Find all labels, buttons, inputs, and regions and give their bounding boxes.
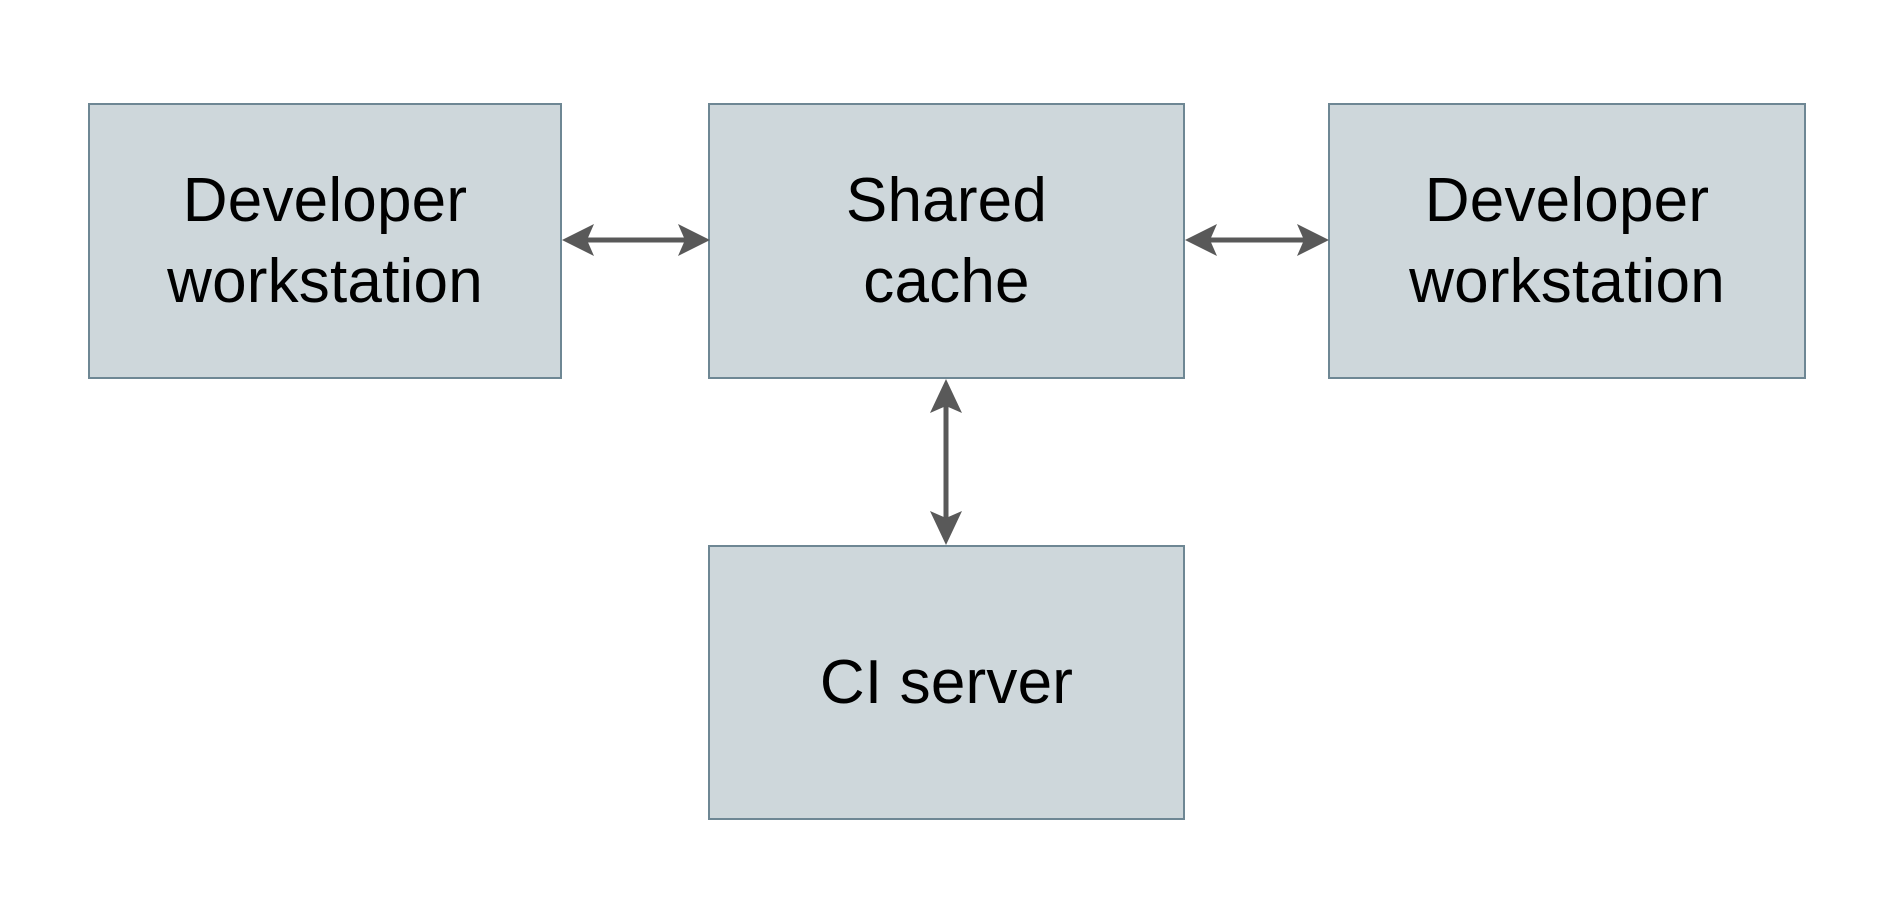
edge-dev-left-to-shared-cache[interactable] — [560, 210, 712, 270]
node-label: Developer workstation — [167, 165, 483, 316]
node-developer-workstation-right[interactable]: Developer workstation — [1328, 103, 1806, 379]
node-ci-server[interactable]: CI server — [708, 545, 1185, 820]
edge-shared-cache-to-ci-server[interactable] — [916, 377, 976, 547]
node-developer-workstation-left[interactable]: Developer workstation — [88, 103, 562, 379]
node-label: Shared cache — [845, 165, 1048, 316]
double-arrow-vertical-icon — [930, 379, 962, 545]
double-arrow-horizontal-icon — [562, 224, 710, 256]
double-arrow-horizontal-icon — [1185, 224, 1329, 256]
node-shared-cache[interactable]: Shared cache — [708, 103, 1185, 379]
edge-shared-cache-to-dev-right[interactable] — [1183, 210, 1331, 270]
node-label: CI server — [819, 647, 1074, 717]
node-label: Developer workstation — [1409, 165, 1725, 316]
